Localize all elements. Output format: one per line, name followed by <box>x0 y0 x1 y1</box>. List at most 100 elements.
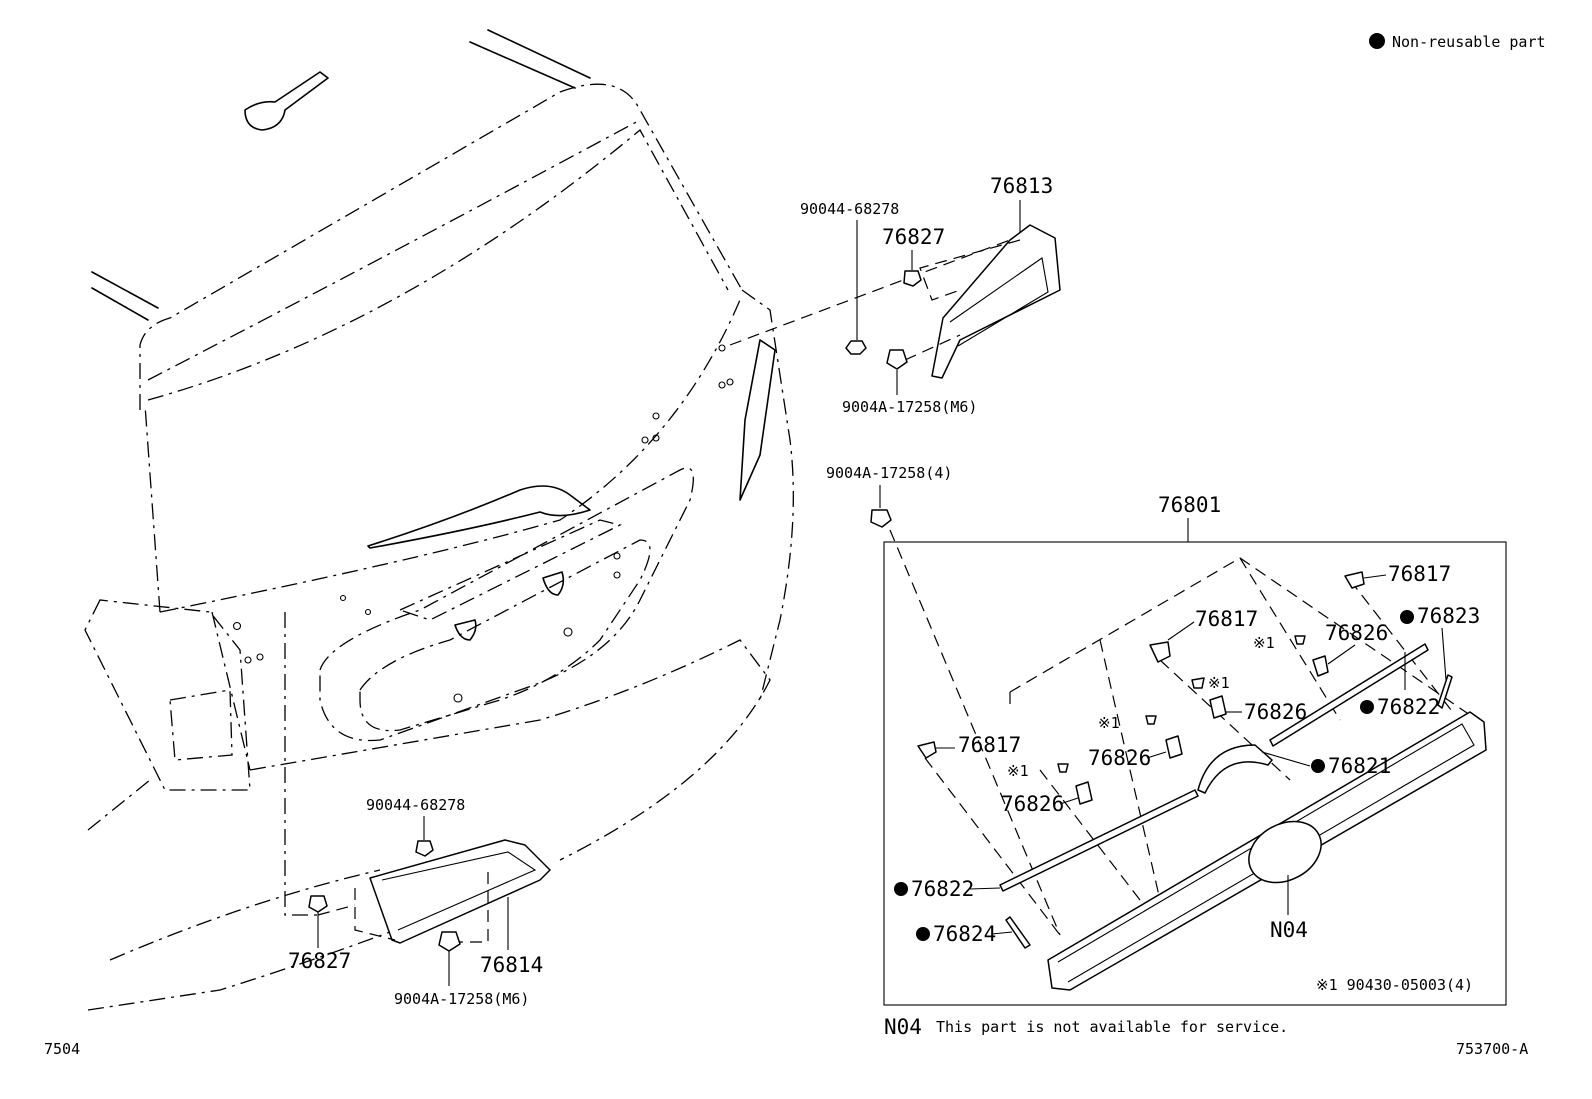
n04-note-text: This part is not available for service. <box>936 1018 1288 1036</box>
clip-76826-d <box>1075 781 1093 805</box>
label-76814: 76814 <box>480 953 543 977</box>
dot-76822-right-icon <box>1360 700 1374 714</box>
label-76813: 76813 <box>990 174 1053 198</box>
door-lower-left <box>211 611 251 771</box>
label-x1-d: ※1 <box>1007 762 1029 780</box>
clip-76826-b <box>1209 695 1227 719</box>
label-x1-footnote: ※1 90430-05003(4) <box>1316 976 1473 994</box>
nut-m6-bot <box>438 931 461 952</box>
non-reusable-dot-icon <box>1369 33 1385 49</box>
vehicle-back-door <box>84 29 794 1011</box>
label-76822-b: 76822 <box>1377 695 1440 719</box>
label-76821: 76821 <box>1328 754 1391 778</box>
label-76826-b: 76826 <box>1244 700 1307 724</box>
screw-x1-c <box>1145 715 1157 725</box>
garnish-76813 <box>931 224 1061 379</box>
garnish-76814-group: 76814 90044-68278 76827 9004A-17258(M6) <box>288 796 551 1008</box>
part-76823 <box>1437 674 1453 709</box>
n04-note: N04 This part is not available for servi… <box>884 1015 1288 1039</box>
label-76826-a: 76826 <box>1325 621 1388 645</box>
nut-m6-top <box>886 349 908 370</box>
frame-right <box>1349 579 1456 716</box>
label-x1-c: ※1 <box>1098 714 1120 732</box>
screw-x1-a <box>1294 635 1306 645</box>
garnish-76814 <box>369 839 551 944</box>
garnish-76813-inner <box>949 257 1049 347</box>
nut-9004A-4-group: 9004A-17258(4) <box>826 464 1061 936</box>
label-x1-a: ※1 <box>1253 634 1275 652</box>
body-holes <box>232 344 734 703</box>
label-9004A-m6-top: 9004A-17258(M6) <box>842 398 977 416</box>
license-recess <box>319 467 694 742</box>
leader-76814 <box>317 888 396 941</box>
molding-76822-left <box>999 789 1199 892</box>
label-n04: N04 <box>1270 918 1308 942</box>
leader-nut-bot <box>460 872 489 943</box>
screw-x1-d <box>1057 763 1069 773</box>
right-pillar <box>741 289 794 701</box>
lower-bracket <box>284 612 318 916</box>
assembly-box <box>883 541 1507 1006</box>
molding-76821 <box>1197 744 1273 794</box>
dot-76823-icon <box>1400 610 1414 624</box>
right-lamp <box>739 339 776 501</box>
roof-rail-left <box>91 271 159 321</box>
garnish-mount <box>398 519 622 621</box>
label-76817-c: 76817 <box>1388 562 1451 586</box>
nut-9004A-4 <box>870 509 892 528</box>
garnish-76813-group: 76813 90044-68278 76827 9004A-17258(M6) <box>729 174 1061 416</box>
license-recess-inner <box>359 539 651 732</box>
label-76824: 76824 <box>933 922 996 946</box>
rear-wiper-arm <box>367 485 591 549</box>
legend: Non-reusable part <box>1369 33 1546 51</box>
footer-left-code: 7504 <box>44 1040 80 1058</box>
label-76827-bot: 76827 <box>288 949 351 973</box>
label-90044-bot: 90044-68278 <box>366 796 465 814</box>
clip-76817-b <box>1149 621 1195 663</box>
leader-nut-top <box>904 334 961 361</box>
dot-76822-left-icon <box>894 882 908 896</box>
left-lamp-housing <box>84 599 251 791</box>
roof-rail-right <box>469 29 591 89</box>
leader-nut-to-panel <box>889 529 1061 936</box>
molding-76822-right <box>1269 643 1429 747</box>
label-76817-b: 76817 <box>1195 607 1258 631</box>
glass-bottom <box>159 299 741 613</box>
dot-76824-icon <box>916 927 930 941</box>
lock-icon <box>454 619 477 641</box>
glass-lower <box>147 128 729 401</box>
clip-90044-top <box>845 340 867 355</box>
label-9004A-m6-bot: 9004A-17258(M6) <box>394 990 529 1008</box>
label-x1-b: ※1 <box>1208 674 1230 692</box>
glass-outline <box>139 83 743 410</box>
frame-diagonals <box>924 659 1291 936</box>
label-9004A-4: 9004A-17258(4) <box>826 464 952 482</box>
leader-76813 <box>919 239 1021 301</box>
bumper-upper <box>249 639 771 861</box>
clip-76817-a <box>917 741 955 759</box>
clip-76827-top <box>903 270 922 287</box>
left-lamp-reflector <box>169 689 233 761</box>
clip-76817-c <box>1344 571 1387 589</box>
emblem-ring <box>1248 820 1322 884</box>
clip-76826-a <box>1312 655 1329 677</box>
handle-icon <box>542 571 565 596</box>
door-left-edge <box>144 404 161 613</box>
screw-x1-b <box>1191 677 1205 689</box>
label-76826-d: 76826 <box>1001 792 1064 816</box>
frame-lines <box>1009 557 1341 901</box>
wiper-icon <box>244 71 329 131</box>
glass-inner-top <box>147 119 641 381</box>
n04-note-code: N04 <box>884 1015 922 1039</box>
leader-76813-body <box>729 239 1011 346</box>
label-90044-top: 90044-68278 <box>800 200 899 218</box>
assembly-76801: 76801 N04 76817 76817 <box>883 493 1507 1006</box>
label-76823: 76823 <box>1417 604 1480 628</box>
label-76817-a: 76817 <box>958 733 1021 757</box>
part-76824 <box>1005 916 1031 949</box>
label-76827-top: 76827 <box>882 225 945 249</box>
legend-text: Non-reusable part <box>1392 33 1546 51</box>
clip-76827-bot <box>308 895 328 913</box>
label-76801: 76801 <box>1158 493 1221 517</box>
